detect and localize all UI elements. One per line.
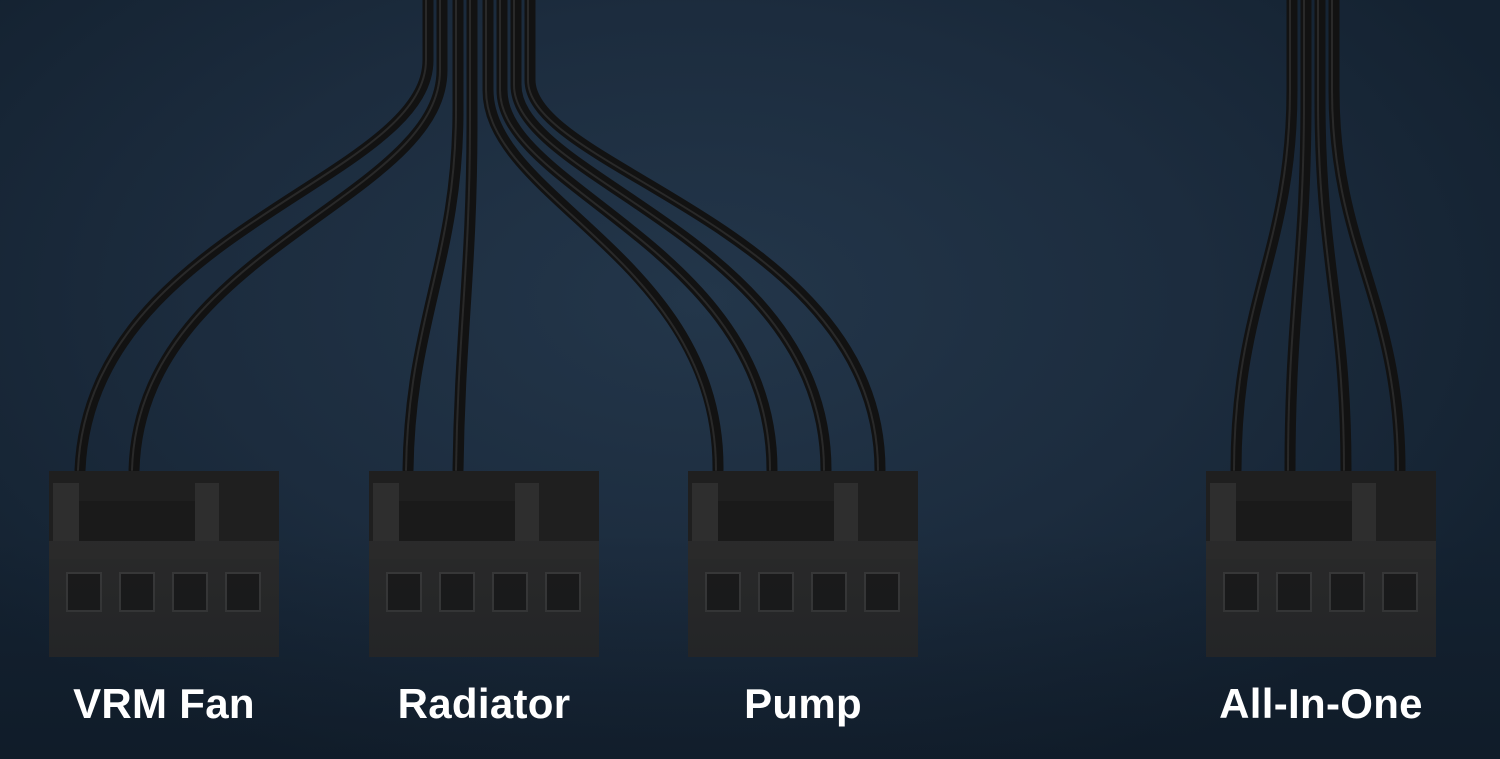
connector-radiator xyxy=(369,471,599,657)
label-radiator: Radiator xyxy=(397,680,571,727)
label-pump: Pump xyxy=(744,680,862,727)
label-vrm-fan: VRM Fan xyxy=(73,680,255,727)
all-in-one-cables xyxy=(1230,0,1406,476)
connector-all-in-one xyxy=(1206,471,1436,657)
connector-vrm-fan xyxy=(49,471,279,657)
vrm-fan-cables xyxy=(74,0,448,476)
label-all-in-one: All-In-One xyxy=(1219,680,1423,727)
pump-cables xyxy=(482,0,886,476)
connector-pump xyxy=(688,471,918,657)
radiator-cables xyxy=(402,0,478,476)
